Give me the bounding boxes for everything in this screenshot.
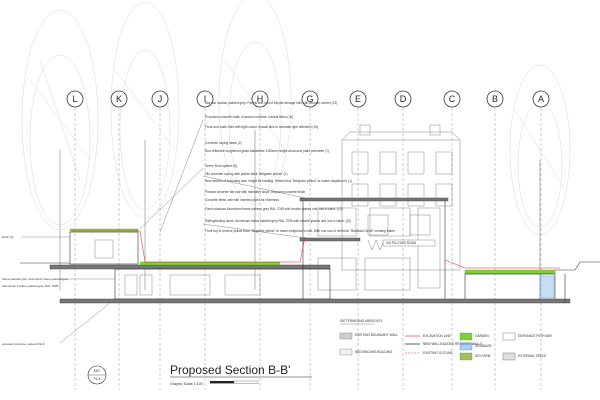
svg-text:Non-reflective toughened glass: Non-reflective toughened glass balustrad…: [205, 149, 329, 153]
sheet-marker-top: SEC: [94, 369, 101, 373]
proposed-section: [20, 197, 600, 304]
svg-text:finish (4): finish (4): [2, 235, 14, 239]
svg-text:VIA PILLOWS ROAD: VIA PILLOWS ROAD: [386, 241, 417, 245]
svg-text:I: I: [204, 94, 207, 104]
grid-bubble-J: J: [151, 90, 169, 108]
svg-text:Front top to receive yellow br: Front top to receive yellow brick "Belgr…: [205, 229, 395, 233]
svg-text:DRAINAGE: DRAINAGE: [475, 344, 492, 348]
svg-text:G: G: [306, 94, 313, 104]
grid-bubble-G: G: [301, 90, 319, 108]
grid-bubble-D: D: [394, 90, 412, 108]
grid-bubble-L: L: [66, 90, 84, 108]
svg-text:J: J: [158, 94, 163, 104]
svg-text:EXTERNAL SPACE: EXTERNAL SPACE: [518, 354, 546, 358]
svg-text:L: L: [72, 94, 77, 104]
svg-text:frame painted grey. Aluminium: frame painted grey. Aluminium frame pain…: [2, 277, 69, 281]
svg-text:K: K: [116, 94, 122, 104]
svg-text:DIG FARM: DIG FARM: [475, 354, 491, 358]
svg-text:exposed concrete, natural fini: exposed concrete, natural finish.: [2, 342, 45, 346]
grid-bubble-B: B: [486, 90, 504, 108]
svg-text:Aluminium fl frame painted gre: Aluminium fl frame painted grey RAL 7035: [2, 284, 59, 288]
svg-text:Front and walls, tiled with li: Front and walls, tiled with light colour…: [205, 125, 318, 129]
svg-text:New section of boundary wall,: New section of boundary wall, height as …: [205, 179, 352, 183]
drawing-title: Proposed Section B-B': [170, 363, 290, 377]
road-label: VIA PILLOWS ROAD: [382, 239, 436, 247]
svg-text:Proposed concrete walls, expos: Proposed concrete walls, exposed concret…: [205, 115, 293, 119]
svg-text:Green Roof system (5): Green Roof system (5): [205, 164, 237, 168]
grid-axes: L K J I H G E D C B A: [66, 90, 550, 390]
svg-text:EXISTING OUTLINE: EXISTING OUTLINE: [423, 351, 453, 355]
title-block: SEC PL-4 Proposed Section B-B' Graphic S…: [87, 363, 312, 386]
svg-text:GARDEN: GARDEN: [475, 334, 489, 338]
left-notes: finish (4) frame painted grey. Aluminium…: [2, 235, 115, 346]
svg-text:EXISTING BOUNDARY WALL: EXISTING BOUNDARY WALL: [355, 333, 398, 337]
svg-text:A: A: [538, 94, 544, 104]
neighbour-building: [341, 124, 461, 271]
svg-text:Fixed windows Aluminium frame: Fixed windows Aluminium frame painted gr…: [205, 207, 343, 211]
svg-text:Precast concrete flat roof wit: Precast concrete flat roof with rainwate…: [205, 190, 305, 194]
svg-text:Concrete coping stone (2): Concrete coping stone (2): [205, 141, 242, 145]
svg-text:Mid-rise section painted grey.: Mid-rise section painted grey. Panels an…: [205, 101, 337, 105]
svg-text:H: H: [257, 94, 264, 104]
svg-text:D: D: [400, 94, 407, 104]
svg-text:PATTERNS AND AREAS KEY: PATTERNS AND AREAS KEY: [340, 319, 384, 323]
grid-bubble-K: K: [110, 90, 128, 108]
grid-bubble-A: A: [532, 90, 550, 108]
graphic-scale: Graphic Scale 1:100: [170, 382, 203, 386]
svg-text:EXCAVATION LINE: EXCAVATION LINE: [423, 334, 451, 338]
svg-text:NEIGHBOURS BUILDING: NEIGHBOURS BUILDING: [355, 350, 393, 354]
svg-text:NEW WALLS/ADDED RETAINED WALLS: NEW WALLS/ADDED RETAINED WALLS: [423, 342, 482, 346]
svg-text:Tile concrete coping with yell: Tile concrete coping with yellow brick "…: [205, 172, 288, 176]
svg-text:C: C: [449, 94, 456, 104]
grid-bubble-C: C: [443, 90, 461, 108]
svg-text:B: B: [492, 94, 498, 104]
sheet-marker-bottom: PL-4: [94, 377, 101, 381]
annotation-notes: Mid-rise section painted grey. Panels an…: [139, 101, 395, 241]
legend: PATTERNS AND AREAS KEY EXISTING BOUNDARY…: [339, 319, 553, 361]
svg-text:Sliding/folding doors. Alumini: Sliding/folding doors. Aluminium frame p…: [205, 219, 351, 223]
grid-bubble-E: E: [349, 90, 367, 108]
svg-text:ENTRANCE PATH WAY: ENTRANCE PATH WAY: [518, 334, 553, 338]
grid-bubble-I: I: [196, 90, 214, 108]
svg-text:Concrete finish wall with inse: Concrete finish wall with inserted pipes…: [205, 198, 279, 202]
grid-bubble-H: H: [251, 90, 269, 108]
svg-text:E: E: [355, 94, 361, 104]
